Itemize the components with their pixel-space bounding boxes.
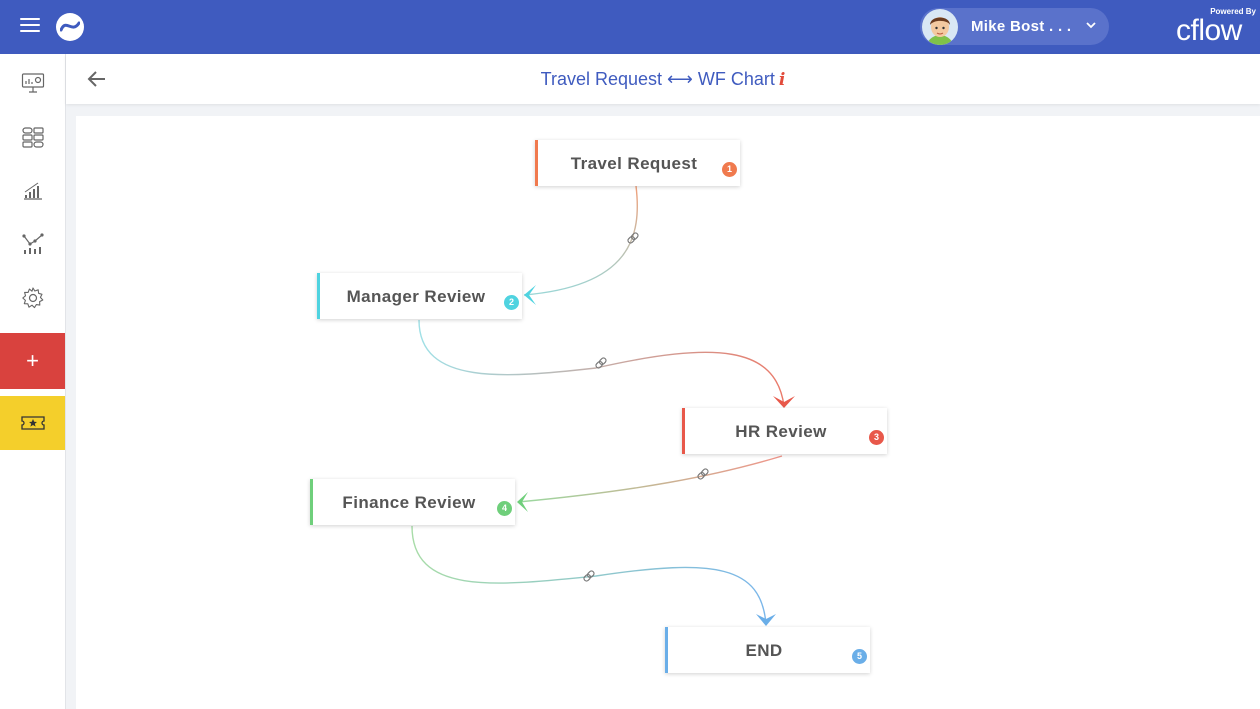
powered-by-label: Powered By bbox=[1210, 7, 1256, 16]
add-label: + bbox=[26, 348, 39, 373]
node-color-bar bbox=[535, 140, 538, 186]
chevron-down-icon[interactable] bbox=[1084, 18, 1098, 32]
link-icon bbox=[583, 232, 709, 582]
workflow-node-manager-review[interactable]: Manager Review 2 bbox=[317, 273, 522, 319]
sidebar-item-workflows[interactable] bbox=[0, 110, 65, 163]
node-label: Manager Review bbox=[346, 287, 486, 306]
node-color-bar bbox=[665, 627, 668, 673]
workflow-node-end[interactable]: END 5 bbox=[665, 627, 870, 673]
top-bar: Mike Bost . . . Powered By cflow bbox=[0, 0, 1260, 54]
user-menu[interactable]: Mike Bost . . . bbox=[920, 8, 1109, 45]
ticket-button[interactable] bbox=[0, 396, 65, 450]
node-color-bar bbox=[317, 273, 320, 319]
workflow-icon bbox=[21, 126, 44, 148]
arrowhead-4 bbox=[517, 492, 528, 512]
sidebar-item-reports[interactable] bbox=[0, 164, 65, 217]
node-color-bar bbox=[310, 479, 313, 525]
connector-3-4 bbox=[517, 455, 783, 503]
back-arrow-icon[interactable] bbox=[86, 68, 108, 90]
bar-chart-icon bbox=[23, 182, 42, 200]
info-icon[interactable]: i bbox=[778, 70, 786, 90]
arrowhead-5 bbox=[756, 614, 776, 626]
node-color-bar bbox=[682, 408, 685, 454]
sidebar-item-settings[interactable] bbox=[0, 271, 65, 324]
sidebar-item-analytics[interactable] bbox=[0, 217, 65, 270]
gear-icon bbox=[21, 286, 43, 308]
hamburger-menu-icon[interactable] bbox=[20, 18, 40, 34]
workflow-node-hr-review[interactable]: HR Review 3 bbox=[682, 408, 887, 454]
sidebar-item-dashboard[interactable] bbox=[0, 56, 65, 109]
add-button[interactable]: + bbox=[0, 333, 65, 389]
arrowhead-2 bbox=[524, 285, 536, 305]
workflow-node-travel-request[interactable]: Travel Request 1 bbox=[535, 140, 740, 186]
node-number-badge: 4 bbox=[497, 501, 512, 516]
connector-4-5 bbox=[411, 525, 767, 625]
node-label: HR Review bbox=[735, 422, 827, 441]
node-number-badge: 2 bbox=[504, 295, 519, 310]
workflow-node-finance-review[interactable]: Finance Review 4 bbox=[310, 479, 515, 525]
sidebar: + bbox=[0, 54, 66, 709]
monitor-dashboard-icon bbox=[21, 72, 44, 93]
avatar bbox=[922, 9, 958, 45]
arrowhead-3 bbox=[773, 396, 795, 408]
workflow-connectors bbox=[411, 185, 795, 626]
node-label: Travel Request bbox=[570, 154, 698, 173]
node-number-badge: 1 bbox=[722, 162, 737, 177]
node-label: Finance Review bbox=[342, 493, 476, 512]
app-logo[interactable] bbox=[56, 13, 84, 41]
connector-1-2 bbox=[523, 185, 639, 296]
brand-name: cflow bbox=[1176, 14, 1242, 47]
ticket-star-icon bbox=[20, 416, 45, 430]
brand-logo: Powered By cflow bbox=[1172, 6, 1260, 47]
workflow-canvas: Travel Request 1 Manager Review 2 HR Rev… bbox=[76, 116, 1260, 709]
user-name: Mike Bost . . . bbox=[971, 18, 1072, 35]
connector-2-3 bbox=[418, 319, 785, 407]
node-number-badge: 3 bbox=[869, 430, 884, 445]
node-number-badge: 5 bbox=[852, 649, 867, 664]
node-label: END bbox=[745, 641, 783, 660]
page-title-text: Travel Request ⟷ WF Chart bbox=[540, 69, 775, 89]
line-chart-icon bbox=[21, 232, 44, 254]
